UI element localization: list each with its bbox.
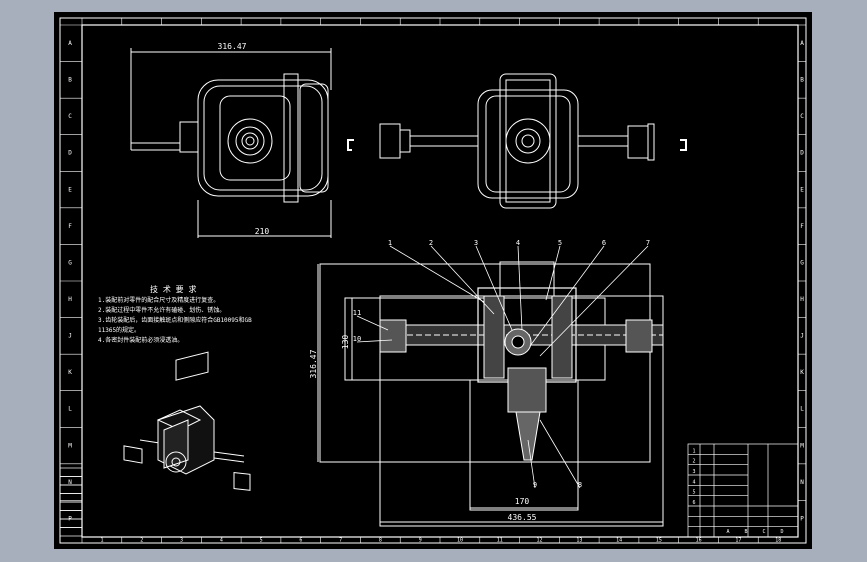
title-block-label: C bbox=[762, 529, 765, 535]
title-block-row: 4 bbox=[692, 479, 695, 485]
title-block-label: D bbox=[780, 529, 783, 535]
tech-requirement-line: 1.装配前对零件的配合尺寸及精度进行复查。 bbox=[98, 296, 219, 304]
border-number: 15 bbox=[656, 538, 662, 544]
border-number: 1 bbox=[100, 538, 103, 544]
border-letter: B bbox=[68, 77, 72, 84]
top-right-view bbox=[379, 73, 655, 209]
balloon-label: 10 bbox=[353, 335, 361, 343]
border-letter: A bbox=[800, 40, 804, 47]
tech-requirements: 技 术 要 求 1.装配前对零件的配合尺寸及精度进行复查。 2.装配过程中零件不允… bbox=[98, 284, 252, 344]
border-number: 2 bbox=[140, 538, 143, 544]
title-block-row: 2 bbox=[692, 459, 695, 465]
border-number: 17 bbox=[735, 538, 741, 544]
balloon-label: 9 bbox=[533, 481, 537, 489]
border-letter: K bbox=[68, 369, 72, 376]
border-letter: M bbox=[68, 442, 72, 449]
balloon-label: 1 bbox=[388, 239, 392, 247]
tech-requirement-line: 2.装配过程中零件不允许有磕碰、划伤、锈蚀。 bbox=[98, 306, 225, 314]
section-marks bbox=[347, 139, 687, 151]
border-letter: F bbox=[68, 223, 72, 230]
border-letter: H bbox=[800, 296, 804, 303]
balloon-label: 2 bbox=[429, 239, 433, 247]
border-letter: M bbox=[800, 442, 804, 449]
border-number: 10 bbox=[457, 538, 463, 544]
border-letter: J bbox=[800, 333, 804, 340]
title-block-row: 6 bbox=[692, 500, 695, 506]
border-letter: G bbox=[800, 259, 804, 266]
title-block-row: 5 bbox=[692, 490, 695, 496]
tech-requirements-title: 技 术 要 求 bbox=[150, 284, 196, 294]
border-letter: G bbox=[68, 259, 72, 266]
border-number: 8 bbox=[379, 538, 382, 544]
dim-section-height: 316.47 bbox=[309, 349, 318, 378]
border-number: 5 bbox=[260, 538, 263, 544]
border-letter: B bbox=[800, 77, 804, 84]
border-number: 16 bbox=[696, 538, 702, 544]
outer-frame bbox=[59, 17, 807, 544]
balloon-label: 4 bbox=[516, 239, 520, 247]
border-number: 3 bbox=[180, 538, 183, 544]
border-letter: J bbox=[68, 333, 72, 340]
border-letter: L bbox=[800, 406, 804, 413]
balloon-label: 5 bbox=[558, 239, 562, 247]
border-number: 14 bbox=[616, 538, 622, 544]
border-number: 4 bbox=[220, 538, 223, 544]
border-number: 13 bbox=[576, 538, 582, 544]
border-letter: A bbox=[68, 40, 72, 47]
border-letter: D bbox=[800, 150, 804, 157]
border-number: 6 bbox=[299, 538, 302, 544]
left-side-table bbox=[59, 467, 83, 537]
border-letter: L bbox=[68, 406, 72, 413]
tech-requirement-line: 11365的规定。 bbox=[98, 326, 140, 334]
border-number: 7 bbox=[339, 538, 342, 544]
border-letter: E bbox=[68, 186, 72, 193]
title-block-label: A bbox=[726, 529, 729, 535]
border-letter: P bbox=[800, 515, 804, 522]
border-number: 11 bbox=[497, 538, 503, 544]
dim-section-total-width: 436.55 bbox=[508, 513, 537, 522]
border-letter: D bbox=[68, 150, 72, 157]
border-letter: N bbox=[68, 479, 72, 486]
balloon-leaders: 1 2 3 4 5 6 7 8 9 10 11 bbox=[353, 239, 650, 489]
border-number: 9 bbox=[419, 538, 422, 544]
title-block: 1 2 3 4 5 6A B C D bbox=[687, 443, 799, 538]
balloon-label: 8 bbox=[578, 481, 582, 489]
border-letter: N bbox=[800, 479, 804, 486]
border-letter: H bbox=[68, 296, 72, 303]
balloon-label: 11 bbox=[353, 309, 361, 317]
tech-requirement-line: 4.各密封件装配前必须浸透油。 bbox=[98, 336, 183, 344]
isometric-view bbox=[123, 351, 251, 491]
drawing-sheet bbox=[54, 12, 812, 549]
tech-requirement-line: 3.齿轮装配后，齿面接触斑点和侧隙应符合GB10095和GB bbox=[98, 316, 252, 324]
balloon-label: 3 bbox=[474, 239, 478, 247]
title-block-row: 1 bbox=[692, 448, 695, 454]
balloon-label: 6 bbox=[602, 239, 606, 247]
border-number: 12 bbox=[537, 538, 543, 544]
dim-section-inner-width: 170 bbox=[515, 497, 530, 506]
title-block-label: B bbox=[744, 529, 747, 535]
balloon-label: 7 bbox=[646, 239, 650, 247]
title-block-row: 3 bbox=[692, 469, 695, 475]
border-letter: K bbox=[800, 369, 804, 376]
dim-section-inner-height: 130 bbox=[341, 335, 350, 350]
border-number: 18 bbox=[775, 538, 781, 544]
border-letter: C bbox=[800, 113, 804, 120]
border-letter: E bbox=[800, 186, 804, 193]
dim-top-width: 316.47 bbox=[218, 42, 247, 51]
border-letter: C bbox=[68, 113, 72, 120]
top-left-view: 316.47 210 bbox=[130, 42, 332, 238]
border-letter: F bbox=[800, 223, 804, 230]
dim-top-body-width: 210 bbox=[255, 227, 270, 236]
